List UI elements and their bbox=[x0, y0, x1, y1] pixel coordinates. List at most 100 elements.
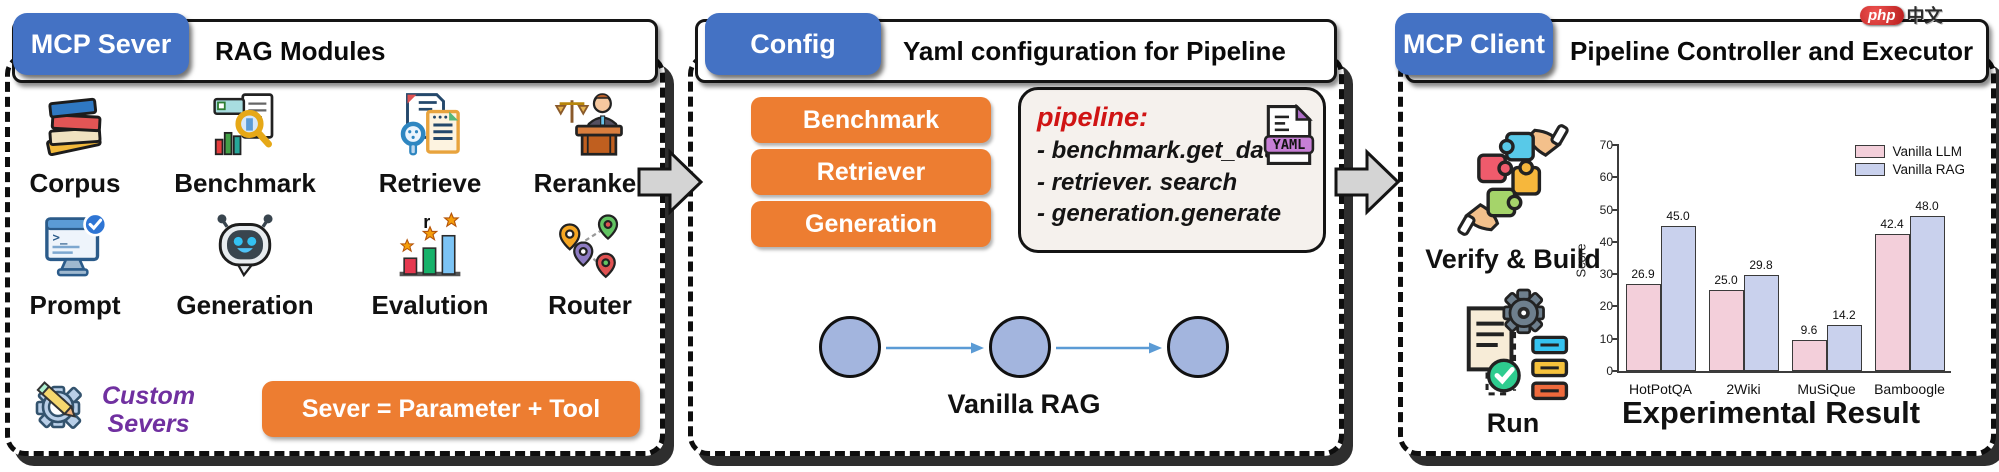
y-tick-label: 60 bbox=[1599, 170, 1613, 185]
bar-value-label: 48.0 bbox=[1915, 199, 1939, 214]
bar-value-label: 25.0 bbox=[1714, 273, 1738, 288]
chart-bar bbox=[1625, 284, 1661, 371]
chart-bar bbox=[1909, 216, 1945, 371]
run-doc-gear-icon bbox=[1456, 288, 1570, 407]
module-evaluation: r Evalution bbox=[355, 211, 505, 321]
bar-value-label: 14.2 bbox=[1832, 308, 1856, 323]
tab-mcp-client: MCP Client bbox=[1395, 13, 1553, 75]
legend-label: Vanilla RAG bbox=[1892, 162, 1965, 177]
y-tick-label: 0 bbox=[1606, 364, 1613, 378]
yaml-file-icon: YAML bbox=[1263, 103, 1315, 171]
module-corpus: Corpus bbox=[0, 89, 150, 199]
y-tick-mark bbox=[1612, 305, 1619, 308]
bar-value-label: 29.8 bbox=[1749, 257, 1773, 272]
panel-title: Pipeline Controller and Executor bbox=[1570, 35, 1974, 66]
benchmark-chart-icon bbox=[209, 93, 281, 165]
tab-mcp-client-label: MCP Client bbox=[1402, 28, 1545, 59]
bar-value-label: 26.9 bbox=[1631, 267, 1655, 282]
y-tick-label: 30 bbox=[1599, 267, 1613, 282]
module-label: Corpus bbox=[29, 168, 121, 198]
router-pins-icon bbox=[554, 214, 626, 287]
evaluation-glyph: r bbox=[423, 212, 430, 232]
custom-servers: Custom Severs bbox=[28, 375, 195, 444]
step-label: Verify & Build bbox=[1425, 244, 1601, 274]
legend-item: Vanilla RAG bbox=[1855, 162, 1965, 177]
tab-mcp-server: MCP Sever bbox=[13, 13, 189, 75]
prompt-terminal-icon: >_ bbox=[39, 212, 111, 287]
module-router: Router bbox=[515, 211, 665, 321]
watermark-cn-text: 中文 bbox=[1906, 6, 1943, 26]
pipeline-node bbox=[819, 316, 881, 378]
panel-mcp-server: MCP Sever RAG Modules Corpus bbox=[5, 13, 665, 456]
step-verify-build: Verify & Build bbox=[1398, 121, 1628, 275]
chart-legend: Vanilla LLM Vanilla RAG bbox=[1855, 141, 1965, 180]
panel-mcp-client: MCP Client Pipeline Controller and Execu… bbox=[1395, 13, 1996, 456]
pipeline-line: - retriever. search bbox=[1037, 168, 1238, 196]
y-tick-mark bbox=[1612, 176, 1619, 179]
y-tick-label: 50 bbox=[1599, 202, 1613, 217]
panel-title: Yaml configuration for Pipeline bbox=[903, 35, 1286, 66]
module-label: Prompt bbox=[29, 290, 121, 320]
pipeline-node bbox=[989, 316, 1051, 378]
tab-mcp-server-label: MCP Sever bbox=[30, 28, 172, 59]
module-label: Router bbox=[548, 290, 632, 320]
y-tick-label: 70 bbox=[1599, 138, 1613, 152]
retrieve-doc-search-icon bbox=[394, 93, 466, 165]
pipeline-arrow bbox=[886, 340, 984, 361]
module-label: Generation bbox=[176, 290, 314, 320]
panel-title: RAG Modules bbox=[215, 35, 386, 66]
evaluation-bars-icon: r bbox=[394, 211, 466, 287]
config-generation-button: Generation bbox=[751, 201, 991, 247]
module-prompt: >_ Prompt bbox=[0, 211, 150, 321]
module-label: Benchmark bbox=[174, 168, 316, 198]
flow-arrow-config-to-client-icon bbox=[1333, 148, 1401, 221]
y-tick-label: 40 bbox=[1599, 234, 1613, 249]
pipeline-line: - generation.generate bbox=[1037, 200, 1282, 228]
chart-title: Experimental Result bbox=[1621, 395, 1921, 430]
server-formula-button: Sever = Parameter + Tool bbox=[262, 381, 640, 437]
module-reranker: Reranker bbox=[515, 89, 665, 199]
module-retrieve: Retrieve bbox=[355, 89, 505, 199]
pipeline-arrow bbox=[1056, 340, 1162, 361]
chart-bar bbox=[1743, 274, 1779, 371]
yaml-badge-label: YAML bbox=[1273, 137, 1306, 153]
pipeline-line: - benchmark.get_data bbox=[1037, 137, 1286, 164]
chart-bar bbox=[1826, 325, 1862, 371]
step-run: Run bbox=[1398, 287, 1628, 439]
puzzle-hands-icon bbox=[1457, 124, 1569, 243]
generation-robot-icon bbox=[209, 214, 281, 287]
config-benchmark-button: Benchmark bbox=[751, 97, 991, 143]
pipeline-yaml-box: pipeline: - benchmark.get_data - retriev… bbox=[1018, 87, 1326, 253]
chart-bar bbox=[1708, 290, 1744, 371]
module-label: Reranker bbox=[533, 168, 647, 198]
php-badge: php bbox=[1860, 5, 1904, 25]
x-category-label: 2Wiki bbox=[1726, 381, 1761, 397]
panel-config: Config Yaml configuration for Pipeline B… bbox=[688, 13, 1344, 456]
tab-config: Config bbox=[705, 13, 881, 75]
x-category-label: Bamboogle bbox=[1874, 381, 1945, 397]
tab-config-label: Config bbox=[750, 28, 836, 59]
y-tick-label: 10 bbox=[1599, 331, 1613, 346]
legend-label: Vanilla LLM bbox=[1892, 144, 1963, 159]
y-tick-mark bbox=[1612, 273, 1619, 276]
step-label: Run bbox=[1486, 408, 1540, 438]
legend-item: Vanilla LLM bbox=[1855, 144, 1965, 159]
module-benchmark: Benchmark bbox=[170, 89, 320, 199]
php-watermark-logo: php 中文 bbox=[1860, 2, 1943, 28]
module-label: Evalution bbox=[371, 290, 489, 320]
vanilla-rag-caption: Vanilla RAG bbox=[947, 389, 1101, 419]
x-category-label: HotPotQA bbox=[1628, 381, 1693, 397]
svg-text:>_: >_ bbox=[53, 230, 68, 245]
y-tick-mark bbox=[1612, 337, 1619, 340]
reranker-judge-icon bbox=[554, 93, 626, 165]
legend-swatch bbox=[1855, 145, 1886, 158]
module-generation: Generation bbox=[170, 211, 320, 321]
y-tick-mark bbox=[1612, 240, 1619, 243]
legend-swatch bbox=[1855, 163, 1886, 176]
bar-value-label: 42.4 bbox=[1880, 217, 1904, 232]
config-retriever-button: Retriever bbox=[751, 149, 991, 195]
books-icon bbox=[39, 97, 111, 165]
custom-gear-pencil-icon bbox=[28, 375, 92, 444]
y-tick-mark bbox=[1612, 370, 1619, 372]
